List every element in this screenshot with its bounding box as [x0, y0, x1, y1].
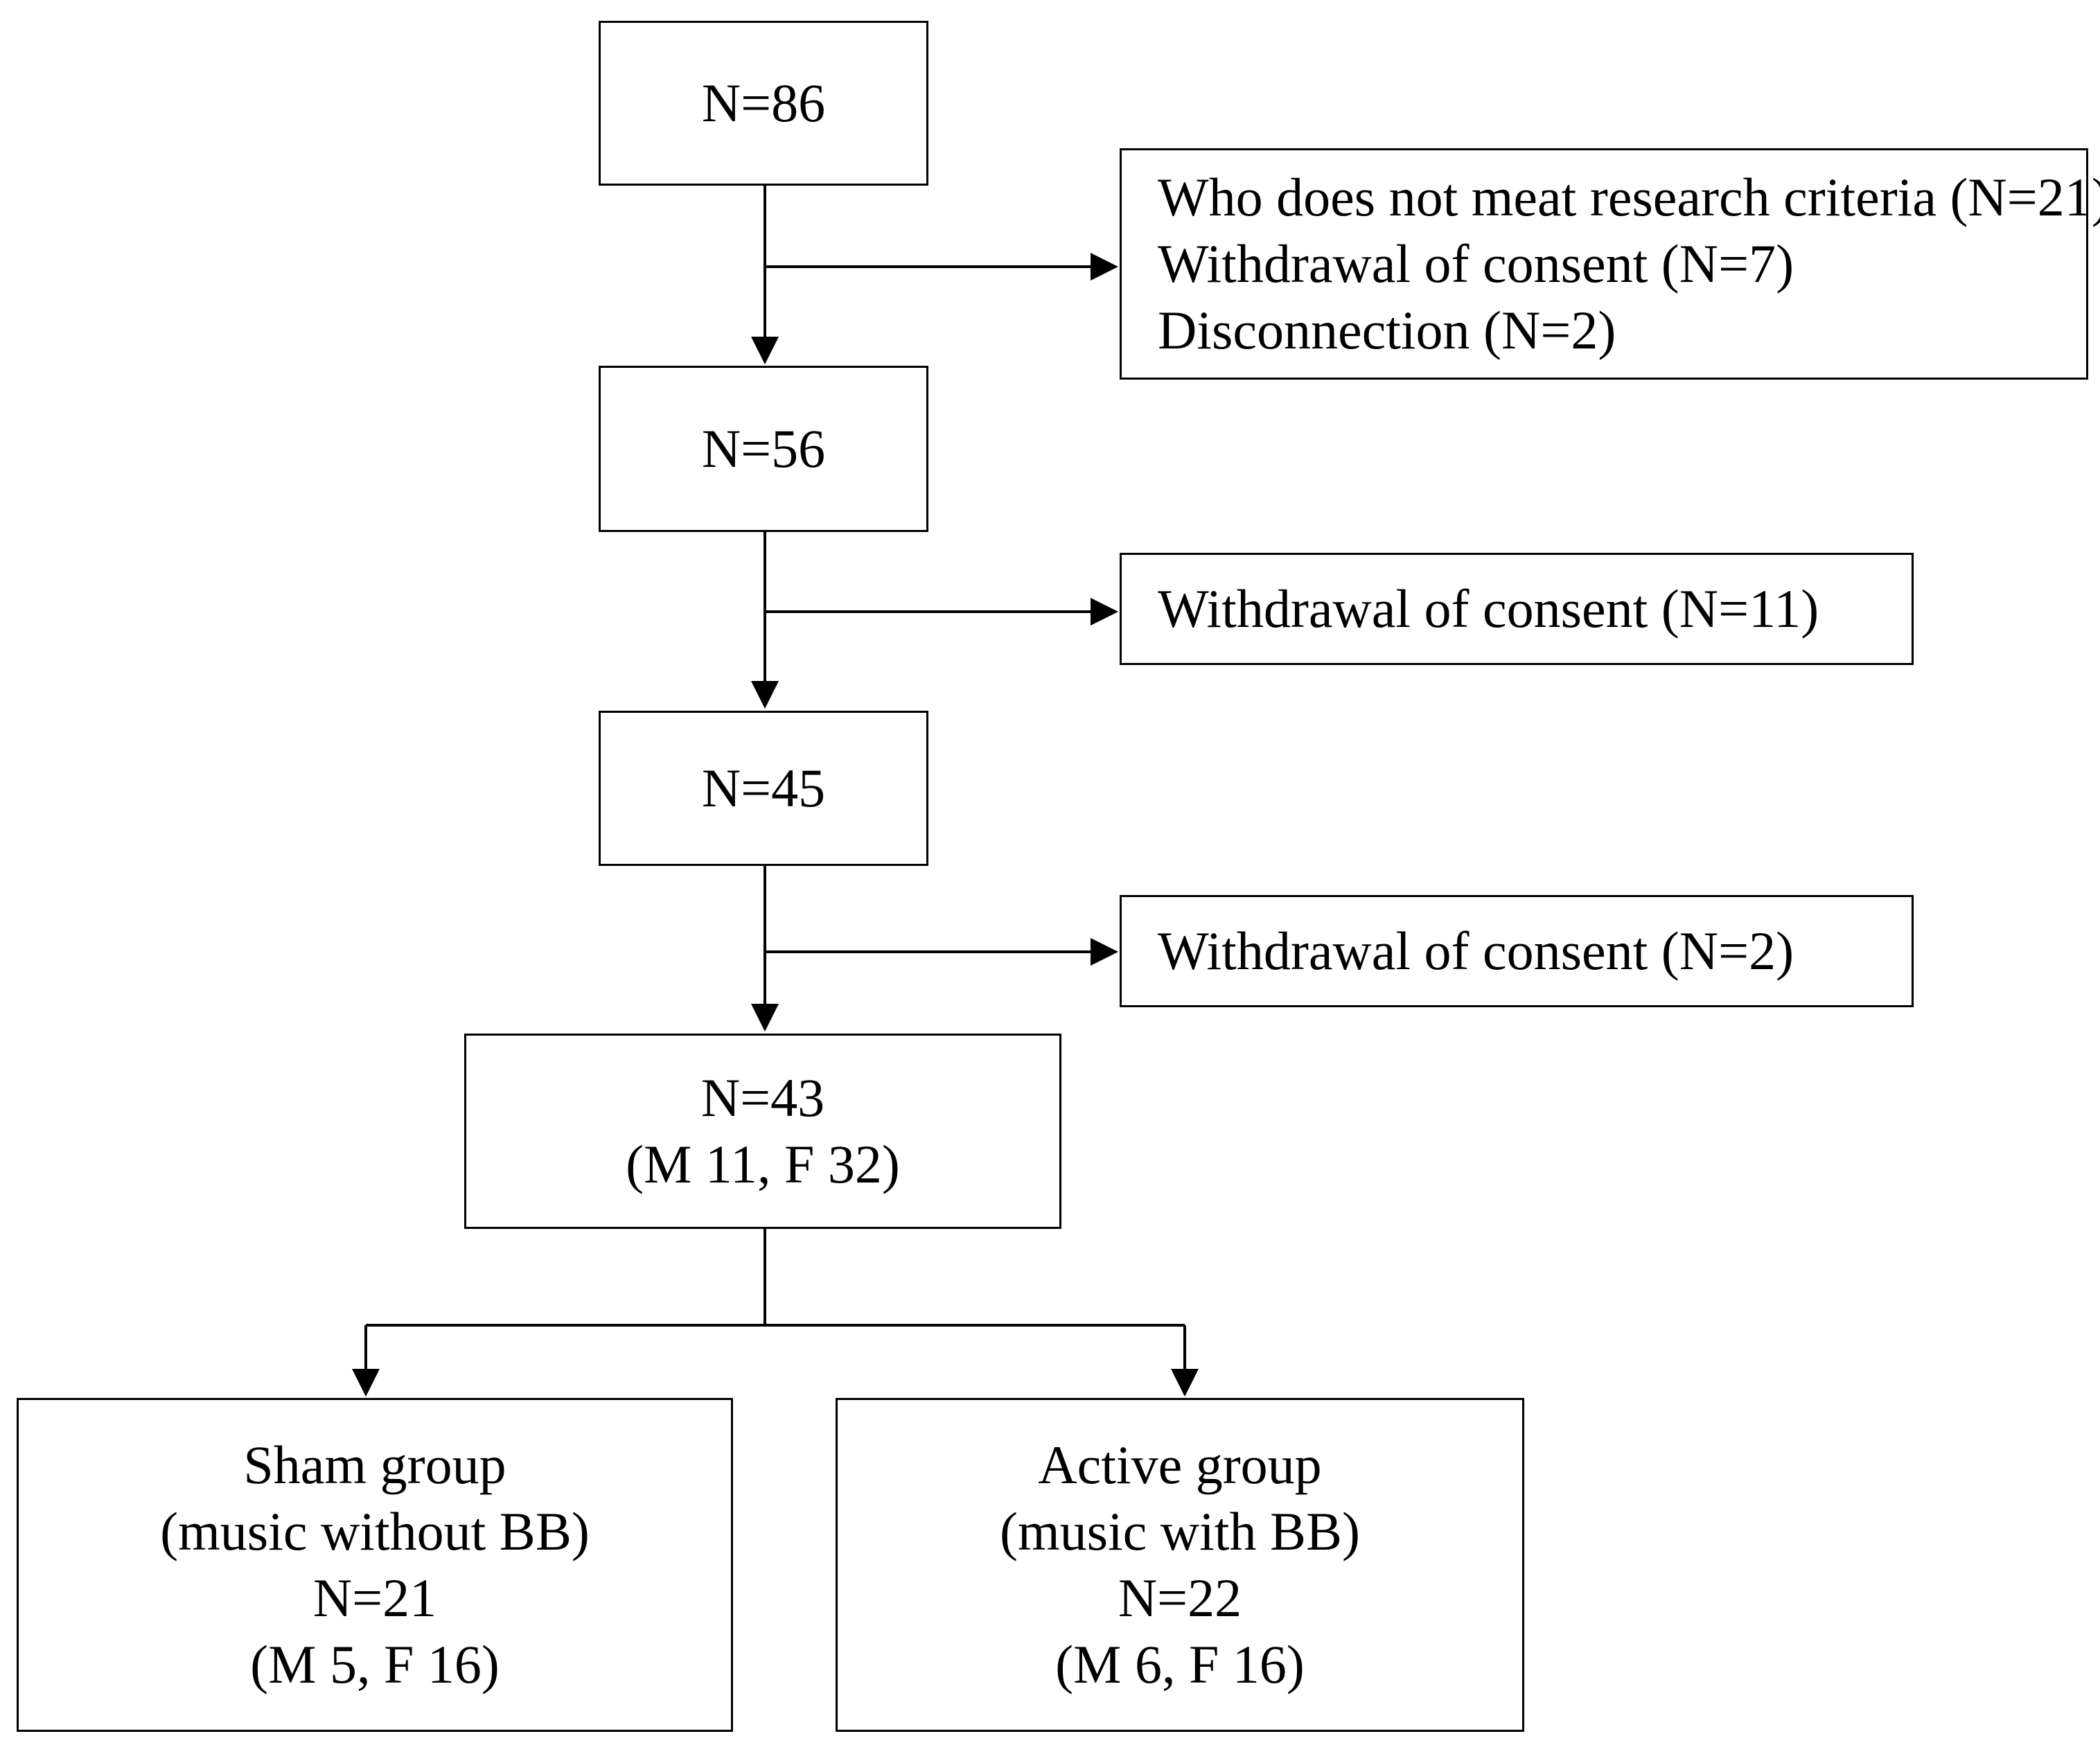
exclusion-box-1: Who does not meat research criteria (N=2…: [1120, 148, 2100, 380]
stage-box-n86: N=86: [599, 21, 928, 186]
exclusion-box-2: Withdrawal of consent (N=11): [1120, 553, 1914, 665]
stage-box-n45: N=45: [599, 711, 928, 866]
exclusion-box-3: Withdrawal of consent (N=2): [1120, 895, 1914, 1007]
group-sex-split: (M 6, F 16): [1055, 1634, 1305, 1694]
exclusion-reason: Withdrawal of consent (N=7): [1158, 233, 1794, 294]
group-condition: (music without BB): [160, 1501, 590, 1561]
stage-box-label: N=86: [701, 73, 826, 133]
exclusion-reason: Disconnection (N=2): [1158, 300, 1616, 360]
stage-box-label: N=56: [701, 418, 826, 479]
stage-box-n43: N=43 (M 11, F 32): [464, 1034, 1061, 1229]
group-name: Sham group: [243, 1435, 506, 1495]
exclusion-reason: Withdrawal of consent (N=2): [1158, 921, 1794, 981]
group-count: N=22: [1118, 1568, 1242, 1628]
exclusion-reason: Who does not meat research criteria (N=2…: [1158, 167, 2100, 227]
stage-box-n56: N=56: [599, 366, 928, 532]
group-condition: (music with BB): [1000, 1501, 1360, 1561]
stage-box-label: N=43: [700, 1068, 825, 1128]
group-name: Active group: [1038, 1435, 1322, 1495]
stage-box-label: N=45: [701, 758, 826, 818]
group-box-sham: Sham group (music without BB) N=21 (M 5,…: [17, 1398, 733, 1732]
group-count: N=21: [312, 1568, 437, 1628]
group-sex-split: (M 5, F 16): [250, 1634, 500, 1694]
exclusion-reason: Withdrawal of consent (N=11): [1158, 578, 1819, 639]
stage-box-sex-split: (M 11, F 32): [626, 1134, 900, 1194]
group-box-active: Active group (music with BB) N=22 (M 6, …: [836, 1398, 1524, 1732]
